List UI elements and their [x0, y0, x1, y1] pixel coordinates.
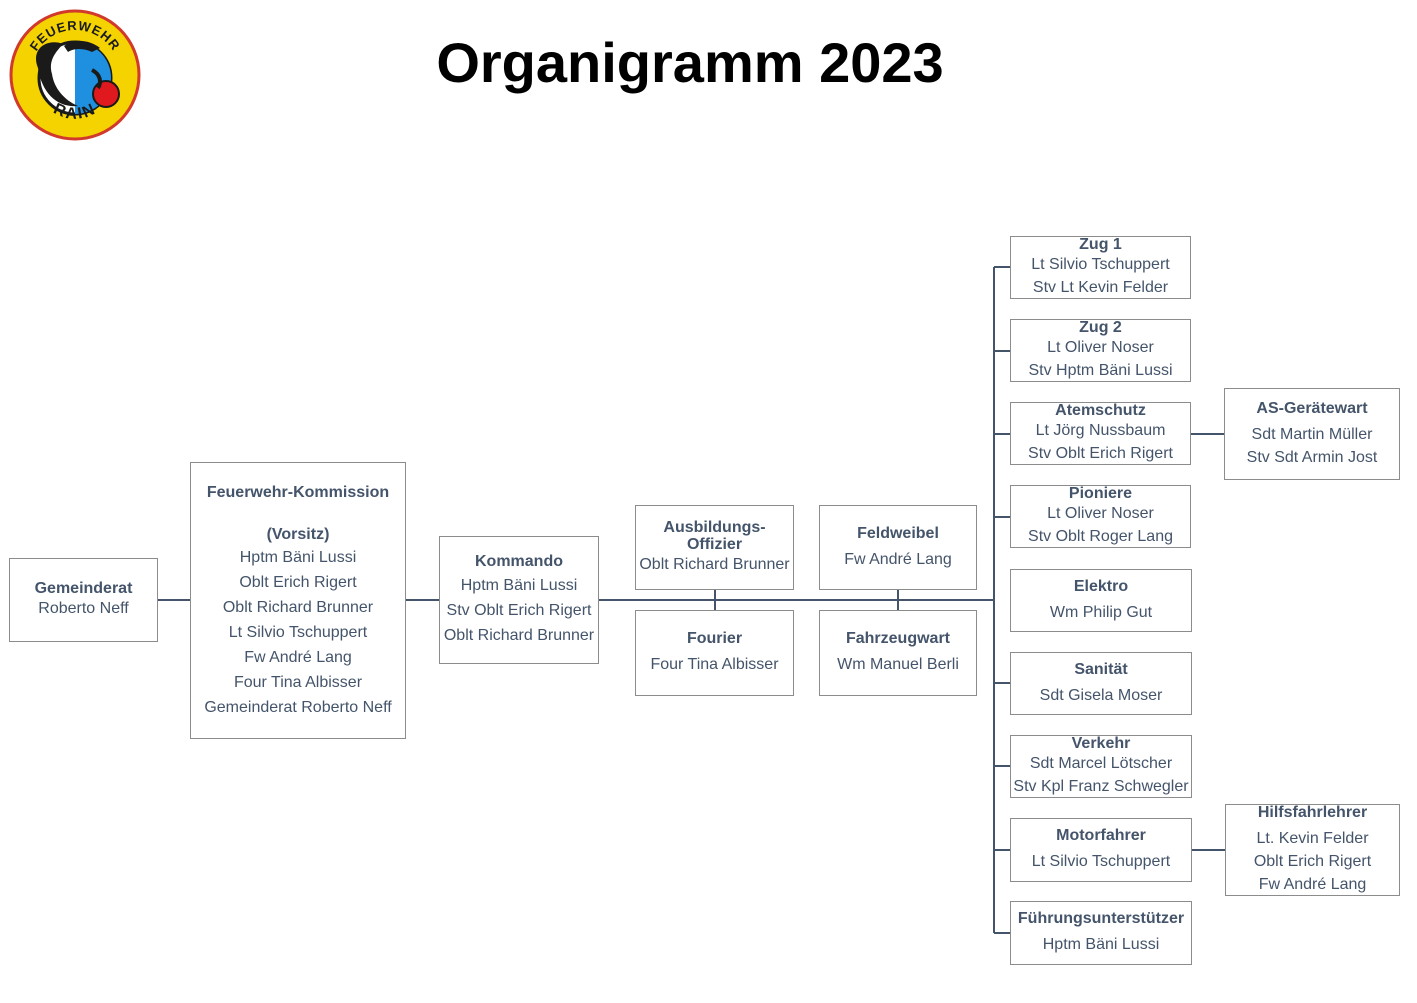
box-line: Stv Sdt Armin Jost	[1246, 448, 1378, 466]
box-line: Sdt Martin Müller	[1251, 425, 1373, 443]
box-title: Hilfsfahrlehrer	[1257, 804, 1368, 821]
box-line: Wm Manuel Berli	[837, 656, 959, 673]
box-line: Fw André Lang	[844, 550, 952, 568]
box-fahrzeugwart: Fahrzeugwart Wm Manuel Berli	[819, 610, 977, 696]
box-hilfsfahrlehrer: Hilfsfahrlehrer Lt. Kevin Felder Oblt Er…	[1225, 804, 1400, 896]
box-atemschutz: Atemschutz Lt Jörg Nussbaum Stv Oblt Eri…	[1010, 402, 1191, 465]
box-line: Stv Lt Kevin Felder	[1032, 279, 1169, 296]
box-pioniere: Pioniere Lt Oliver Noser Stv Oblt Roger …	[1010, 485, 1191, 548]
box-title-line2: Offizier	[686, 536, 743, 553]
box-title: Fahrzeugwart	[845, 630, 950, 647]
box-fourier: Fourier Four Tina Albisser	[635, 610, 794, 696]
box-line: Roberto Neff	[38, 600, 129, 617]
box-line: Stv Hptm Bäni Lussi	[1028, 362, 1173, 379]
logo-text-bottom: RAIN	[51, 101, 97, 124]
box-subtitle: (Vorsitz)	[266, 525, 330, 543]
box-line: Hptm Bäni Lussi	[239, 548, 357, 566]
box-title: Elektro	[1073, 577, 1129, 595]
box-title: Sanität	[1074, 660, 1128, 678]
box-line: Oblt Richard Brunner	[443, 626, 595, 644]
box-fuehrungsunterstuetzer: Führungsunterstützer Hptm Bäni Lussi	[1010, 901, 1192, 965]
box-line: Lt. Kevin Felder	[1256, 830, 1369, 847]
box-line: Hptm Bäni Lussi	[1042, 936, 1160, 953]
box-gemeinderat: Gemeinderat Roberto Neff	[9, 558, 158, 642]
box-ausbildungs-offizier: Ausbildungs- Offizier Oblt Richard Brunn…	[635, 505, 794, 590]
box-line: Lt Oliver Noser	[1047, 339, 1154, 356]
box-verkehr: Verkehr Sdt Marcel Lötscher Stv Kpl Fran…	[1010, 735, 1192, 798]
box-line: Sdt Marcel Lötscher	[1029, 755, 1173, 772]
box-motorfahrer: Motorfahrer Lt Silvio Tschuppert	[1010, 818, 1192, 882]
svg-text:RAIN: RAIN	[51, 101, 99, 124]
box-title: Motorfahrer	[1056, 827, 1146, 844]
box-title: Verkehr	[1071, 735, 1131, 752]
box-line: Sdt Gisela Moser	[1039, 686, 1163, 704]
box-title: Gemeinderat	[34, 580, 133, 597]
box-line: Oblt Richard Brunner	[639, 556, 790, 573]
box-title-line1: Ausbildungs-	[663, 519, 766, 536]
box-zug-2: Zug 2 Lt Oliver Noser Stv Hptm Bäni Luss…	[1010, 319, 1191, 382]
box-kommando: Kommando Hptm Bäni Lussi Stv Oblt Erich …	[439, 536, 599, 664]
box-feldweibel: Feldweibel Fw André Lang	[819, 505, 977, 590]
box-line: Lt Silvio Tschuppert	[1031, 853, 1171, 870]
box-title: Führungsunterstützer	[1017, 910, 1185, 927]
box-title: Feldweibel	[857, 524, 939, 542]
box-elektro: Elektro Wm Philip Gut	[1010, 569, 1192, 632]
box-line: Lt Jörg Nussbaum	[1035, 422, 1166, 439]
box-line: Four Tina Albisser	[233, 673, 363, 691]
box-title: Kommando	[475, 552, 563, 570]
feuerwehr-rain-logo: FEUERWEHR RAIN	[9, 9, 141, 141]
box-title: Feuerwehr-Kommission	[206, 483, 390, 501]
box-as-geraetewart: AS-Gerätewart Sdt Martin Müller Stv Sdt …	[1224, 388, 1400, 480]
box-line: Stv Oblt Roger Lang	[1028, 528, 1173, 545]
box-zug-1: Zug 1 Lt Silvio Tschuppert Stv Lt Kevin …	[1010, 236, 1191, 299]
box-title: Pioniere	[1068, 485, 1133, 502]
box-title: AS-Gerätewart	[1256, 399, 1368, 417]
box-line: Lt Silvio Tschuppert	[1031, 256, 1170, 273]
box-line: Oblt Richard Brunner	[222, 598, 374, 616]
box-line: Fw André Lang	[1258, 876, 1367, 893]
box-title: Atemschutz	[1055, 402, 1146, 419]
box-line: Stv Oblt Erich Rigert	[446, 601, 592, 619]
box-line: Lt Silvio Tschuppert	[228, 623, 368, 641]
box-feuerwehr-kommission: Feuerwehr-Kommission (Vorsitz) Hptm Bäni…	[190, 462, 406, 739]
box-line: Four Tina Albisser	[650, 656, 779, 673]
box-line: Lt Oliver Noser	[1047, 505, 1154, 522]
box-title: Fourier	[686, 630, 743, 647]
box-line: Oblt Erich Rigert	[1253, 853, 1372, 870]
box-line: Oblt Erich Rigert	[239, 573, 357, 591]
box-line: Gemeinderat Roberto Neff	[204, 698, 392, 716]
box-line: Hptm Bäni Lussi	[460, 576, 578, 594]
box-sanitaet: Sanität Sdt Gisela Moser	[1010, 652, 1192, 715]
box-line: Wm Philip Gut	[1049, 603, 1153, 621]
box-title: Zug 2	[1079, 319, 1122, 336]
box-line: Fw André Lang	[244, 648, 352, 666]
box-line: Stv Oblt Erich Rigert	[1028, 445, 1173, 462]
box-line: Stv Kpl Franz Schwegler	[1013, 778, 1189, 795]
page-title: Organigramm 2023	[436, 31, 944, 94]
box-title: Zug 1	[1079, 236, 1122, 253]
